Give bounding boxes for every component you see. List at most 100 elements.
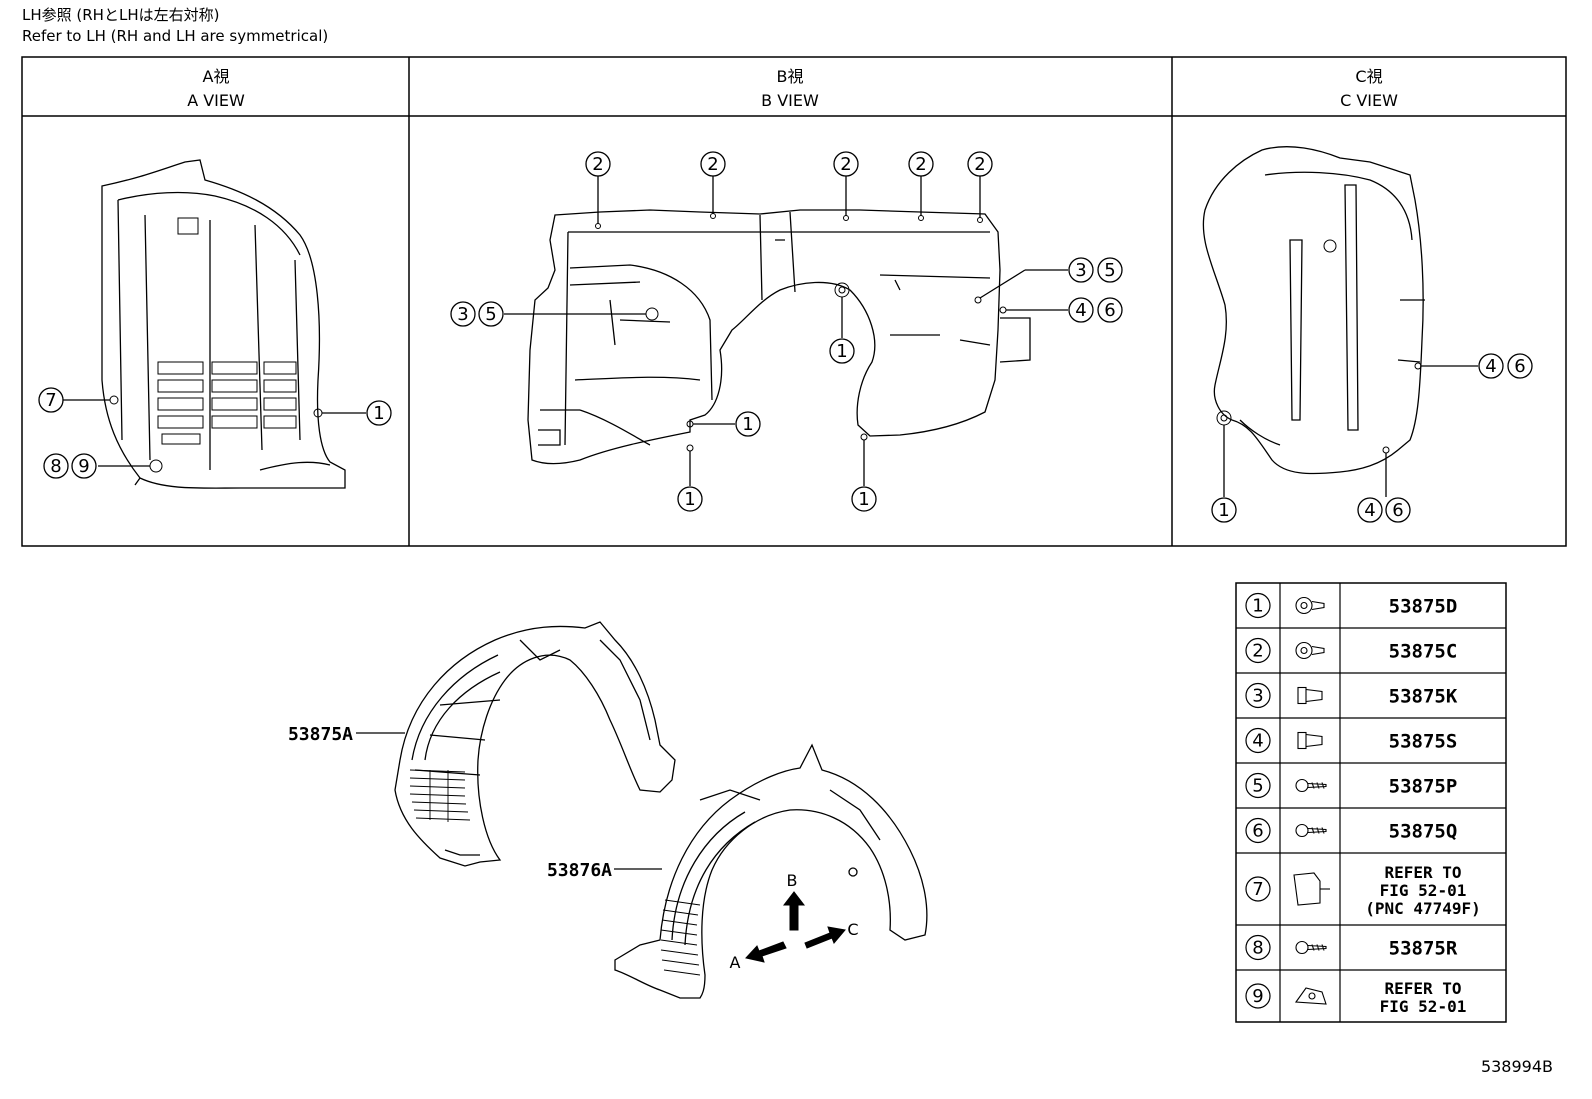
callout-a-9: 9 xyxy=(78,456,89,477)
callout-a-1: 1 xyxy=(373,403,384,424)
callout-b-2e: 2 xyxy=(974,154,985,175)
row-part-number: 53875C xyxy=(1389,641,1458,663)
views-frame xyxy=(21,56,1567,547)
view-c-title-en: C VIEW xyxy=(1340,91,1398,110)
row-number: 9 xyxy=(1252,986,1263,1007)
table-row: 5 53875P xyxy=(1245,772,1458,799)
note-english: Refer to LH (RH and LH are symmetrical) xyxy=(22,27,329,45)
callout-b-1-bottom-right: 1 xyxy=(858,489,869,510)
callout-circle xyxy=(43,453,69,479)
nut-clip-icon xyxy=(1294,987,1327,1005)
row-part-number: 53875R xyxy=(1389,938,1458,960)
direction-label-c: C xyxy=(847,920,858,939)
row-number: 5 xyxy=(1252,776,1263,797)
clip-icon xyxy=(1295,641,1325,660)
grommet-icon xyxy=(1297,731,1323,750)
row-number-circle xyxy=(1245,682,1271,709)
table-row: 1 53875D xyxy=(1245,592,1458,619)
row-number: 1 xyxy=(1252,596,1263,617)
row-part-number: FIG 52-01 xyxy=(1380,997,1467,1016)
figure-id: 538994B xyxy=(1481,1057,1553,1076)
callout-b-2d: 2 xyxy=(915,154,926,175)
table-row: 2 53875C xyxy=(1245,637,1458,664)
clip-icon xyxy=(1295,596,1325,615)
table-row: 8 53875R xyxy=(1245,934,1458,961)
row-part-number: 53875D xyxy=(1389,596,1458,618)
view-b-title-en: B VIEW xyxy=(761,91,819,110)
callout-b-3-right: 3 xyxy=(1075,260,1086,281)
row-part-number: 53875P xyxy=(1389,776,1458,798)
arrow-c-icon xyxy=(804,926,846,949)
leader-b-35-right-diag xyxy=(979,269,1026,299)
row-number: 3 xyxy=(1252,686,1263,707)
screw-icon xyxy=(1295,823,1327,838)
row-number: 7 xyxy=(1252,879,1263,900)
callout-b-3-left: 3 xyxy=(457,304,468,325)
row-number-circle xyxy=(1245,983,1271,1009)
row-number: 2 xyxy=(1252,641,1263,662)
note-japanese: LH参照 (RHとLHは左右対称) xyxy=(22,6,220,24)
table-row: 6 53875Q xyxy=(1245,817,1458,844)
row-number-circle xyxy=(1245,817,1271,844)
callout-c-1: 1 xyxy=(1218,500,1229,521)
direction-label-a: A xyxy=(730,953,741,972)
callout-circle xyxy=(71,453,97,479)
table-row: 4 53875S xyxy=(1245,727,1458,754)
front-liner-drawing xyxy=(394,621,676,867)
callout-b-2c: 2 xyxy=(840,154,851,175)
callout-b-2a: 2 xyxy=(592,154,603,175)
row-number: 6 xyxy=(1252,821,1263,842)
row-number-circle xyxy=(1245,637,1271,664)
row-part-number: 53875S xyxy=(1389,731,1458,753)
grommet-icon xyxy=(1297,686,1323,705)
view-a-title-en: A VIEW xyxy=(187,91,245,110)
table-row: 3 53875K xyxy=(1245,682,1458,709)
view-b-title-jp: B視 xyxy=(777,67,804,86)
callout-b-1-right: 1 xyxy=(742,414,753,435)
callout-b-1-bottom-left: 1 xyxy=(684,489,695,510)
callout-b-2b: 2 xyxy=(707,154,718,175)
view-c-title-jp: C視 xyxy=(1355,67,1382,86)
table-border xyxy=(1235,582,1507,1023)
callout-circle xyxy=(38,387,64,413)
row-number-circle xyxy=(1245,934,1271,961)
row-number-circle xyxy=(1245,772,1271,799)
screw-icon xyxy=(1295,940,1327,955)
arrow-a-icon xyxy=(745,941,787,963)
callout-circle xyxy=(366,400,392,426)
callout-b-4: 4 xyxy=(1075,300,1086,321)
part-label-53875A: 53875A xyxy=(288,724,353,745)
row-number-circle xyxy=(1245,876,1271,902)
row-part-number: (PNC 47749F) xyxy=(1365,899,1481,918)
callout-a-7: 7 xyxy=(45,390,56,411)
callout-c-6-bottom: 6 xyxy=(1392,500,1403,521)
arrow-b-icon xyxy=(782,891,806,931)
callout-b-5-left: 5 xyxy=(485,304,496,325)
a-view-liner-drawing xyxy=(101,159,346,489)
callout-b-1-center: 1 xyxy=(836,341,847,362)
row-part-number: 53875K xyxy=(1389,686,1458,708)
row-part-number: 53875Q xyxy=(1389,821,1458,843)
callout-c-6-right: 6 xyxy=(1514,356,1525,377)
callout-a-8: 8 xyxy=(50,456,61,477)
row-number: 4 xyxy=(1252,731,1263,752)
callout-c-4-right: 4 xyxy=(1485,356,1496,377)
direction-label-b: B xyxy=(787,871,798,890)
callout-b-5-right: 5 xyxy=(1104,260,1115,281)
b-view-liner-drawing xyxy=(527,209,1031,465)
callout-c-4-bottom: 4 xyxy=(1364,500,1375,521)
screw-icon xyxy=(1295,778,1327,793)
part-label-53876A: 53876A xyxy=(547,860,612,881)
bracket-icon xyxy=(1293,872,1330,906)
row-part-number: REFER TO xyxy=(1384,979,1461,998)
row-part-number: FIG 52-01 xyxy=(1380,881,1467,900)
c-view-liner-drawing xyxy=(1202,146,1425,475)
row-number: 8 xyxy=(1252,938,1263,959)
rear-liner-drawing xyxy=(614,743,928,999)
row-part-number: REFER TO xyxy=(1384,863,1461,882)
row-number-circle xyxy=(1245,592,1271,619)
row-number-circle xyxy=(1245,727,1271,754)
